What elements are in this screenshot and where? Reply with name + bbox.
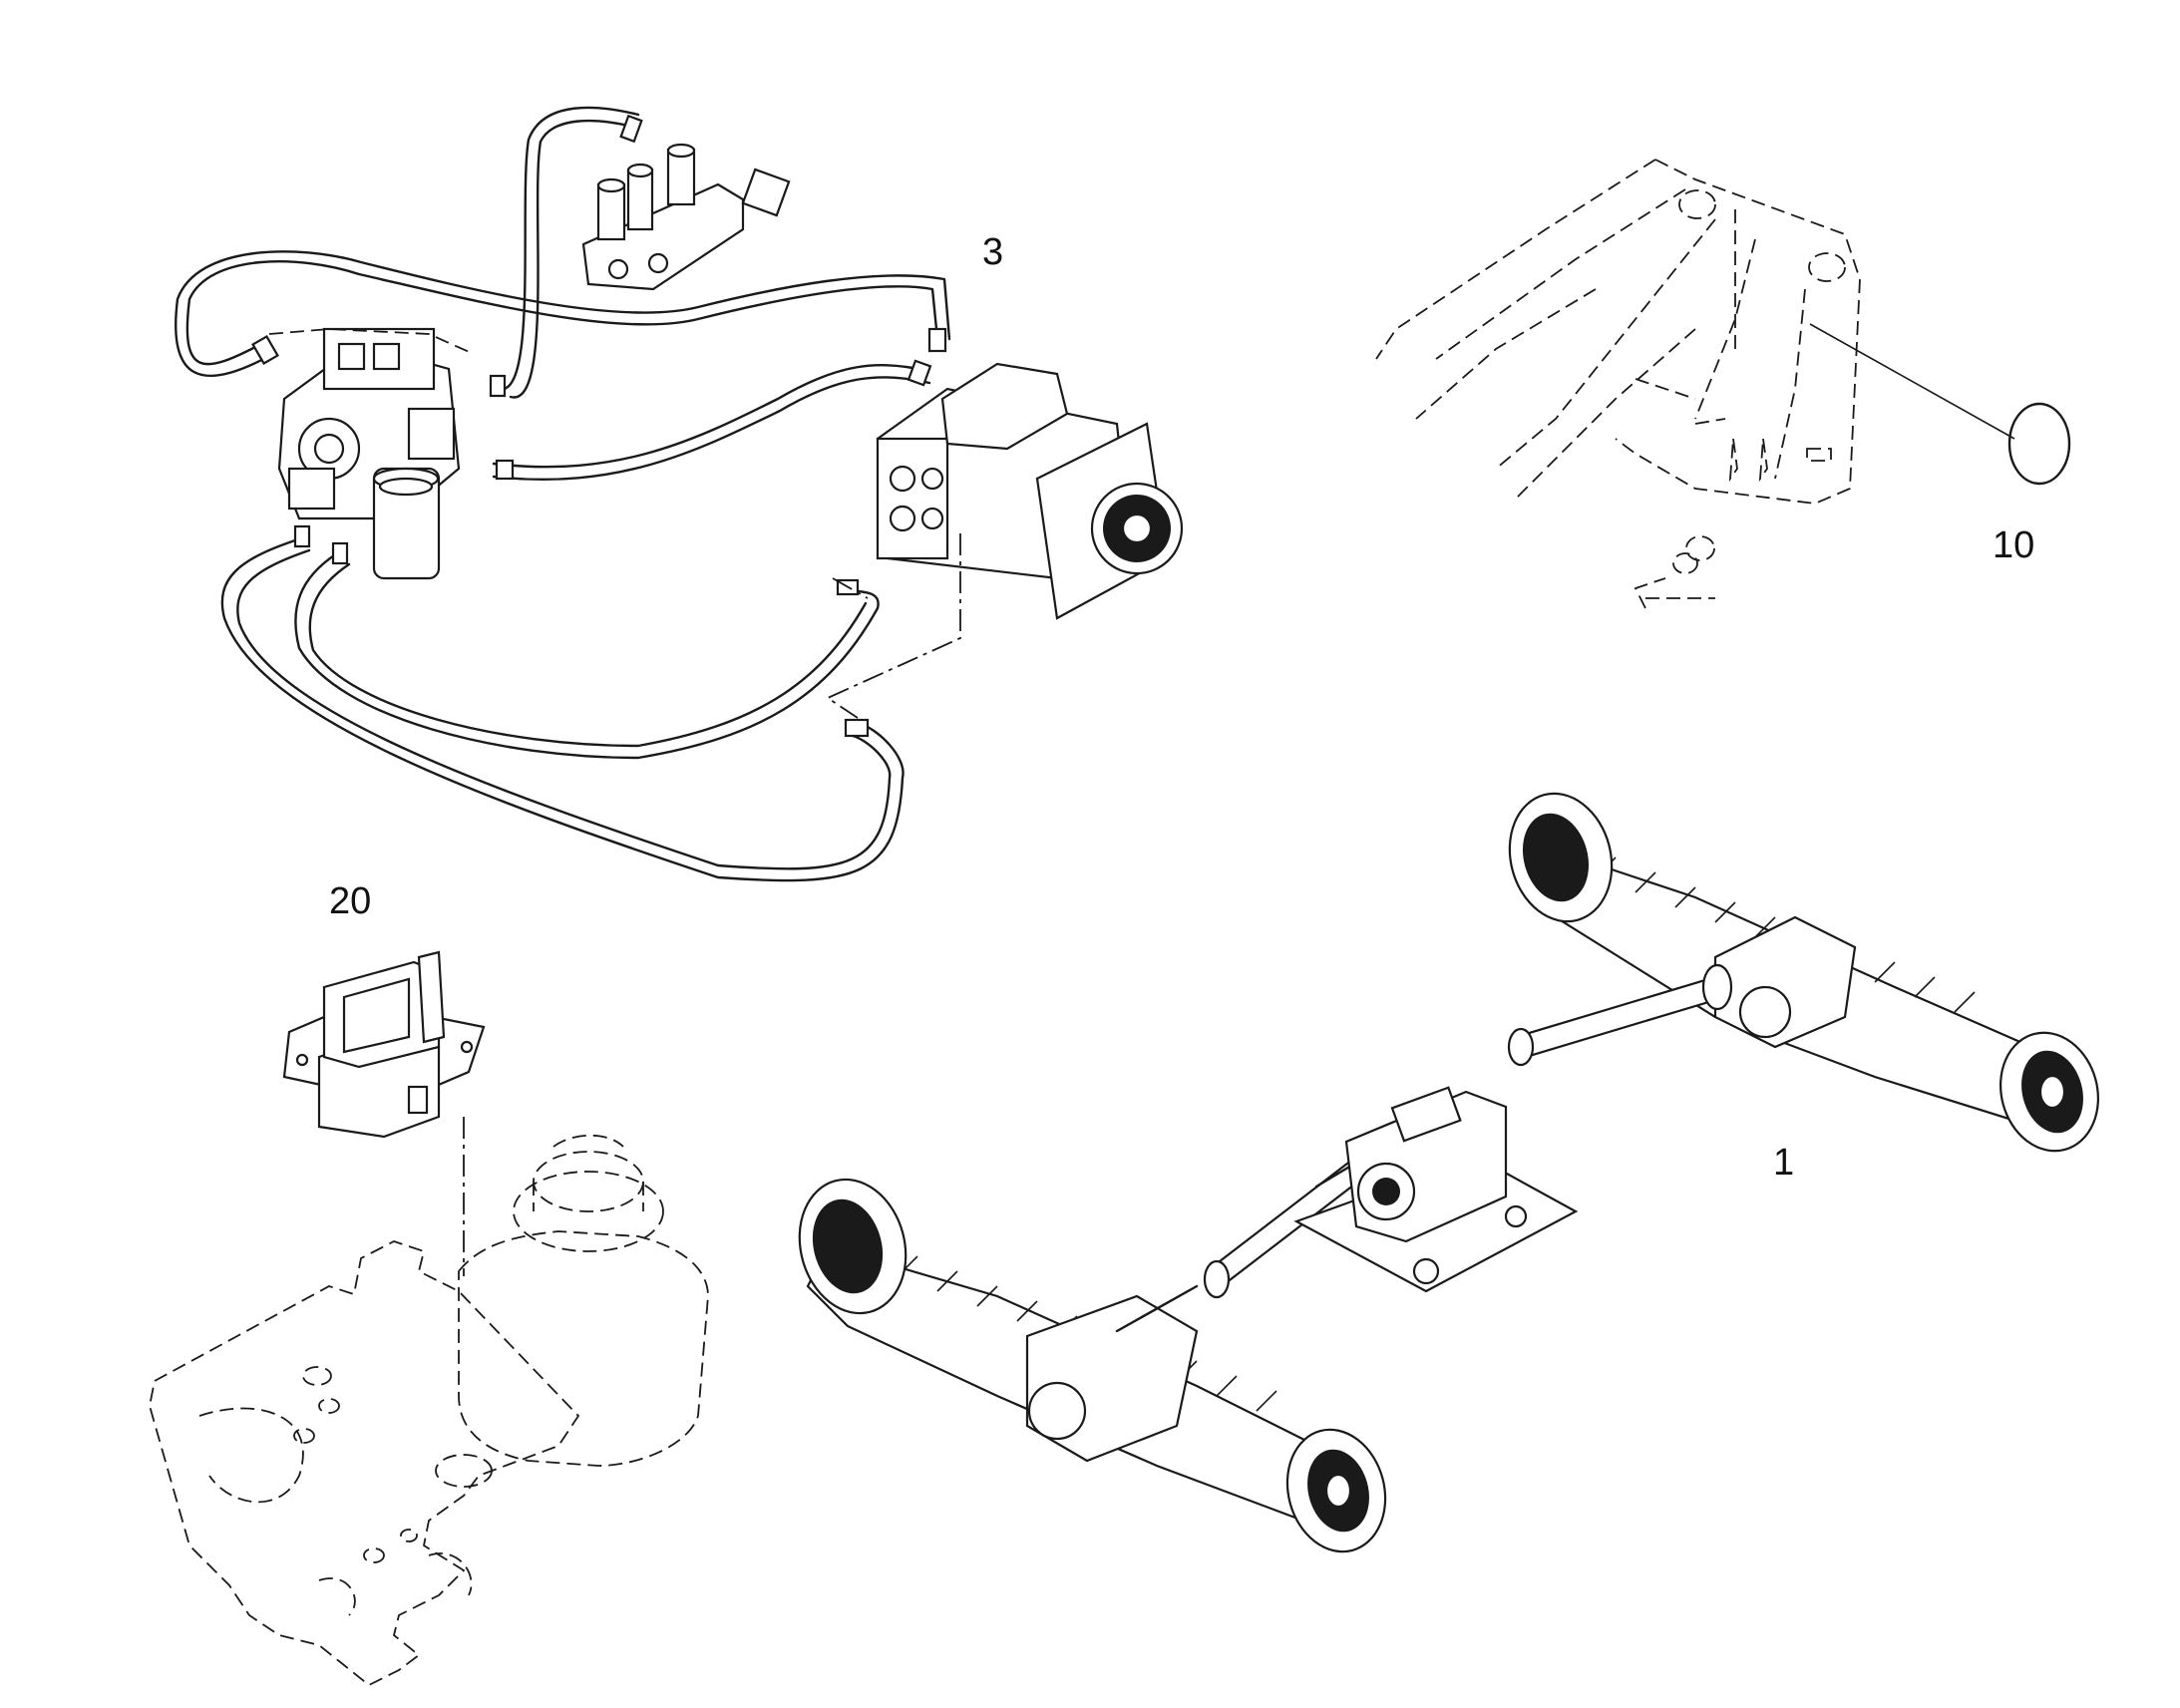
base-plate — [149, 1240, 580, 1687]
hydraulic-pump — [268, 327, 475, 520]
hose-fittings — [251, 114, 947, 738]
rear-axle — [1508, 792, 2099, 1153]
hydraulic-motor — [876, 362, 1184, 620]
control-valve-block — [581, 143, 791, 291]
axle-driveline-assembly — [798, 792, 2099, 1553]
callout-10: 10 — [1993, 524, 2035, 566]
decal-part — [2007, 402, 2071, 486]
transfer-gearbox — [1293, 1086, 1579, 1293]
electrical-bracket-assembly — [282, 950, 486, 1276]
hydraulic-hoses — [175, 106, 951, 882]
front-axle — [798, 1178, 1387, 1553]
leader-line-motor-lower — [832, 577, 869, 599]
hydraulic-filter — [372, 467, 441, 580]
callout-1: 1 — [1773, 1142, 1795, 1184]
loader-frame — [1375, 159, 2071, 609]
hydraulic-drive-assembly — [175, 106, 1184, 882]
leader-line-motor — [826, 533, 961, 719]
fluid-reservoir — [458, 1134, 709, 1467]
callout-3: 3 — [982, 231, 1004, 273]
leader-line-decal — [1809, 323, 2015, 440]
callout-20: 20 — [329, 880, 372, 922]
